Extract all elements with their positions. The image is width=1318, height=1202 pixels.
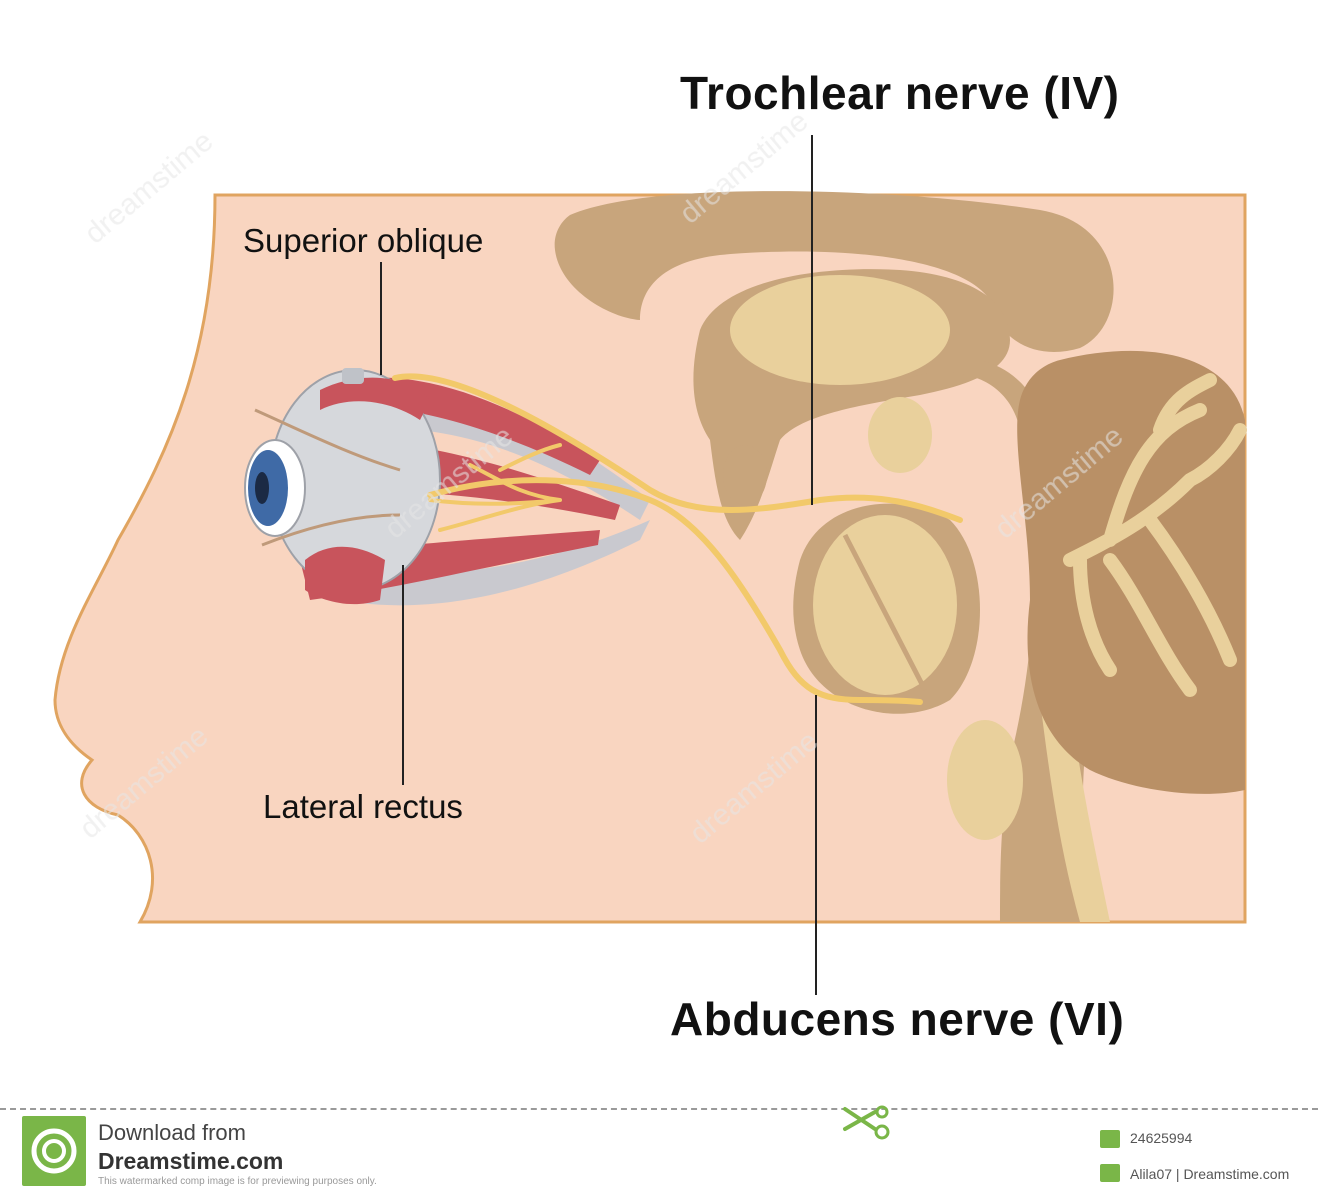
- pineal: [868, 397, 932, 473]
- copyright-icon: [1100, 1164, 1120, 1182]
- pupil: [255, 472, 269, 504]
- dreamstime-site-link[interactable]: Dreamstime.com: [98, 1148, 283, 1175]
- id-icon: [1100, 1130, 1120, 1148]
- lateral-rectus-label: Lateral rectus: [263, 788, 463, 826]
- medulla-inner: [947, 720, 1023, 840]
- superior-oblique-label: Superior oblique: [243, 222, 483, 260]
- pons-inner: [813, 515, 957, 695]
- author-credit: Alila07 | Dreamstime.com: [1130, 1166, 1289, 1182]
- thalamus-inner: [730, 275, 950, 385]
- preview-notice: This watermarked comp image is for previ…: [98, 1176, 377, 1187]
- lateral-rectus-eye-band: [305, 547, 385, 604]
- cranial-nerve-diagram: dreamstime dreamstime dreamstime dreamst…: [0, 0, 1318, 1108]
- dreamstime-footer: Download from Dreamstime.com This waterm…: [0, 1108, 1318, 1202]
- pituitary: [723, 445, 767, 505]
- download-from-text: Download from: [98, 1120, 246, 1146]
- trochlear-nerve-label: Trochlear nerve (IV): [680, 66, 1120, 120]
- trochlea: [342, 368, 364, 384]
- cerebellum: [1017, 351, 1245, 794]
- scissors-icon: [840, 1104, 900, 1144]
- dreamstime-logo-icon: [22, 1116, 86, 1186]
- watermark-1: dreamstime: [78, 124, 219, 250]
- image-id: 24625994: [1130, 1130, 1192, 1146]
- abducens-nerve-label: Abducens nerve (VI): [670, 992, 1124, 1046]
